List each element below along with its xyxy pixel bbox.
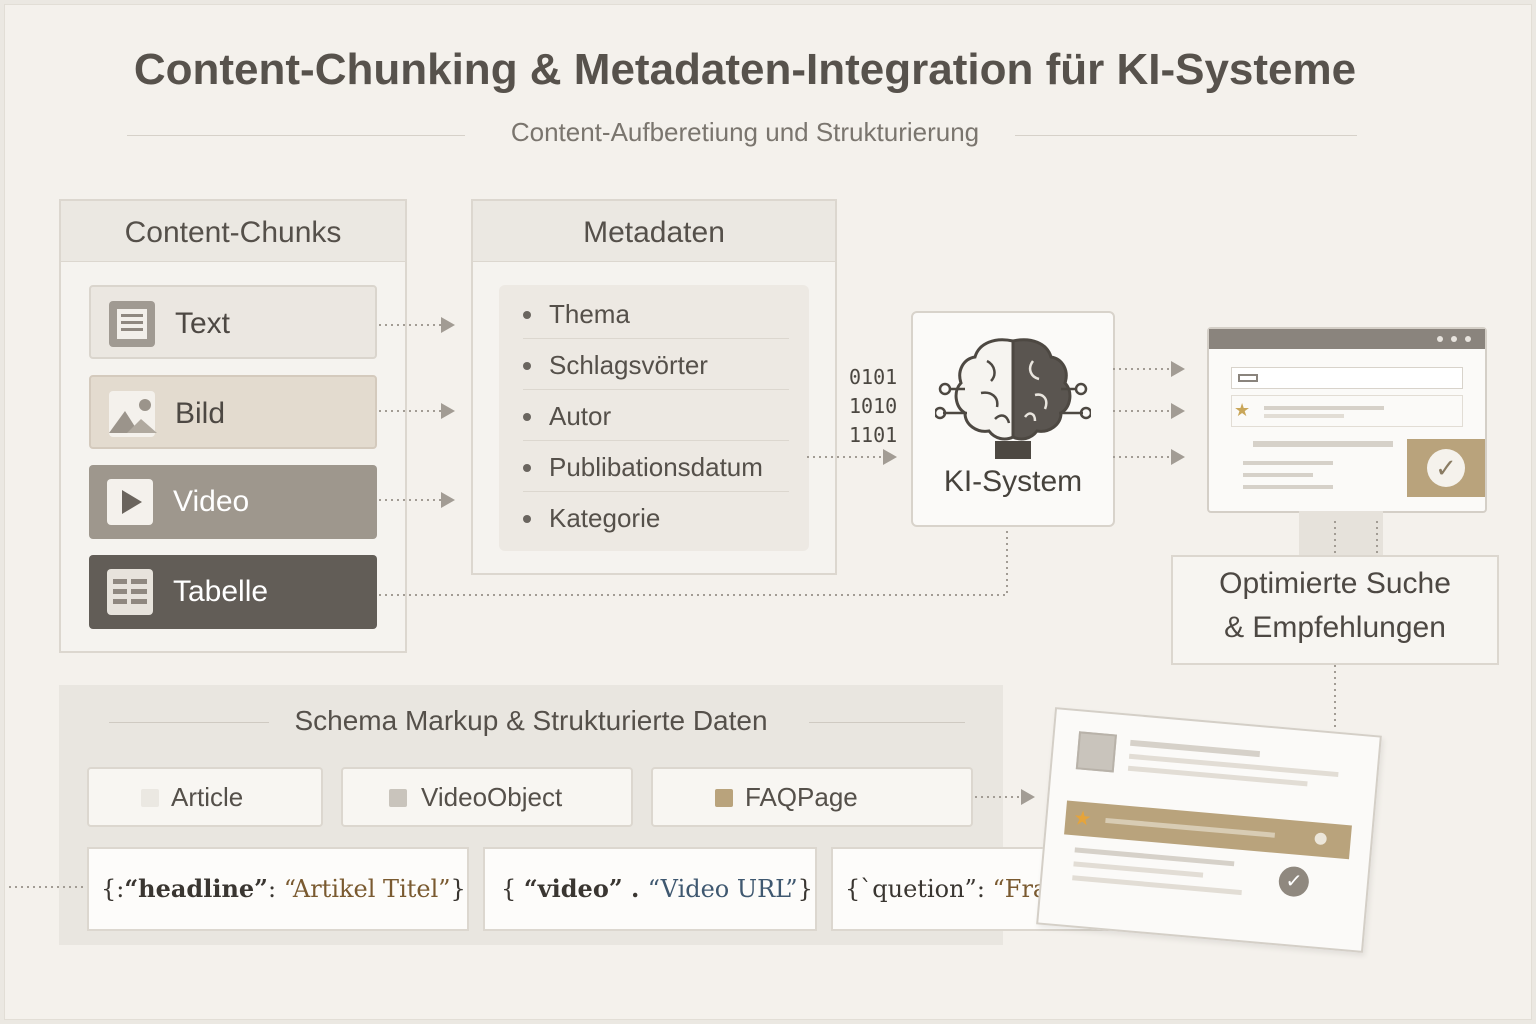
result-highlight: ✓ bbox=[1407, 439, 1485, 497]
schema-divider-right bbox=[809, 722, 965, 723]
text-line bbox=[1253, 441, 1393, 447]
metadata-item-label: Kategorie bbox=[549, 503, 661, 533]
code-snippet-article: {:“headline”: “Artikel Titel”} bbox=[87, 847, 469, 931]
result-row-starred: ★ bbox=[1231, 395, 1463, 427]
metadata-item-label: Thema bbox=[549, 299, 630, 329]
result-row bbox=[1231, 437, 1407, 497]
search-bar bbox=[1231, 367, 1463, 389]
window-titlebar bbox=[1209, 329, 1485, 349]
metadata-item-author: Autor bbox=[523, 391, 789, 441]
code-separator: : bbox=[267, 875, 284, 903]
page-subtitle: Content-Aufberetiung und Strukturierung bbox=[510, 117, 980, 147]
table-icon bbox=[107, 569, 153, 615]
code-snippet-video: { “video” . “Video URL”} bbox=[483, 847, 817, 931]
subtitle-divider-left bbox=[127, 135, 465, 136]
metadata-item-date: Publibationsdatum bbox=[523, 442, 789, 492]
content-chunks-title: Content-Chunks bbox=[61, 201, 405, 262]
metadata-item-label: Schlagsvörter bbox=[549, 350, 708, 380]
text-document-icon bbox=[109, 301, 155, 347]
code-brace: {: bbox=[101, 875, 125, 903]
chunk-image[interactable]: Bild bbox=[89, 375, 377, 449]
bullet-icon bbox=[523, 311, 531, 319]
code-brace: { bbox=[501, 875, 524, 903]
metadata-list: Thema Schlagsvörter Autor Publibationsda… bbox=[499, 285, 809, 551]
image-icon bbox=[109, 391, 157, 437]
metadata-item-keywords: Schlagsvörter bbox=[523, 340, 789, 390]
star-icon: ★ bbox=[1234, 400, 1251, 420]
search-results-window: ★ ✓ bbox=[1207, 327, 1487, 513]
chunk-table-label: Tabelle bbox=[173, 575, 269, 608]
schema-type-faqpage[interactable]: FAQPage bbox=[651, 767, 973, 827]
subtitle-divider-right bbox=[1015, 135, 1357, 136]
text-line bbox=[1264, 406, 1384, 410]
metadata-item-topic: Thema bbox=[523, 289, 789, 339]
search-field-icon bbox=[1238, 374, 1258, 382]
schema-type-article[interactable]: Article bbox=[87, 767, 323, 827]
code-value: “Video URL” bbox=[647, 875, 798, 903]
metadata-item-label: Autor bbox=[549, 401, 612, 431]
code-key: “headline” bbox=[124, 874, 268, 903]
result-line-1: Optimierte Suche bbox=[1219, 567, 1451, 600]
metadata-panel: Metadaten Thema Schlagsvörter Autor Publ… bbox=[471, 199, 837, 575]
diagram-canvas: Content-Chunking & Metadaten-Integration… bbox=[4, 4, 1532, 1020]
faqpage-swatch-icon bbox=[715, 789, 733, 807]
binary-line-3: 1101 bbox=[849, 423, 898, 447]
code-separator: : bbox=[976, 875, 993, 903]
code-separator: . bbox=[622, 874, 648, 903]
window-dot-icon bbox=[1437, 336, 1443, 342]
code-brace: {` bbox=[845, 875, 873, 903]
bullet-icon bbox=[523, 464, 531, 472]
metadata-title: Metadaten bbox=[473, 201, 835, 262]
metadata-item-category: Kategorie bbox=[523, 493, 789, 543]
code-key: quetion” bbox=[872, 875, 977, 903]
brain-circuit-icon bbox=[935, 338, 1091, 459]
window-dot-icon bbox=[1465, 336, 1471, 342]
chunk-image-label: Bild bbox=[175, 397, 226, 430]
text-line bbox=[1243, 473, 1313, 477]
schema-type-label: FAQPage bbox=[745, 782, 858, 812]
text-line bbox=[1264, 414, 1344, 418]
play-video-icon bbox=[107, 479, 153, 525]
check-icon: ✓ bbox=[1427, 449, 1465, 487]
code-value: “Artikel Titel” bbox=[283, 875, 451, 903]
schema-type-label: Article bbox=[171, 782, 244, 812]
chunk-video[interactable]: Video bbox=[89, 465, 377, 539]
window-stand bbox=[1299, 511, 1383, 555]
window-dot-icon bbox=[1451, 336, 1457, 342]
chunk-video-label: Video bbox=[173, 485, 250, 518]
schema-type-videoobject[interactable]: VideoObject bbox=[341, 767, 633, 827]
content-chunks-panel: Content-Chunks Text Bild Video Tabelle bbox=[59, 199, 407, 653]
bullet-icon bbox=[523, 413, 531, 421]
page-title: Content-Chunking & Metadaten-Integration… bbox=[133, 45, 1357, 94]
article-swatch-icon bbox=[141, 789, 159, 807]
schema-title: Schema Markup & Strukturierte Daten bbox=[294, 705, 768, 736]
binary-line-2: 1010 bbox=[849, 394, 898, 418]
metadata-item-label: Publibationsdatum bbox=[549, 452, 763, 482]
videoobject-swatch-icon bbox=[389, 789, 407, 807]
ki-system-label: KI-System bbox=[943, 465, 1083, 498]
result-box: Optimierte Suche & Empfehlungen bbox=[1171, 555, 1499, 665]
connector-arrows bbox=[9, 317, 1378, 888]
ki-system-box: KI-System bbox=[911, 311, 1115, 527]
schema-divider-left bbox=[109, 722, 269, 723]
code-key: “video” bbox=[523, 874, 623, 903]
code-brace: } bbox=[450, 875, 466, 903]
chunk-text[interactable]: Text bbox=[89, 285, 377, 359]
chunk-table[interactable]: Tabelle bbox=[89, 555, 377, 629]
bullet-icon bbox=[523, 362, 531, 370]
bullet-icon bbox=[523, 515, 531, 523]
result-line-2: & Empfehlungen bbox=[1224, 611, 1446, 644]
text-line bbox=[1243, 485, 1333, 489]
chunk-text-label: Text bbox=[175, 307, 231, 340]
code-brace: } bbox=[797, 875, 813, 903]
text-line bbox=[1243, 461, 1333, 465]
schema-type-label: VideoObject bbox=[421, 782, 563, 812]
binary-line-1: 0101 bbox=[849, 365, 898, 389]
